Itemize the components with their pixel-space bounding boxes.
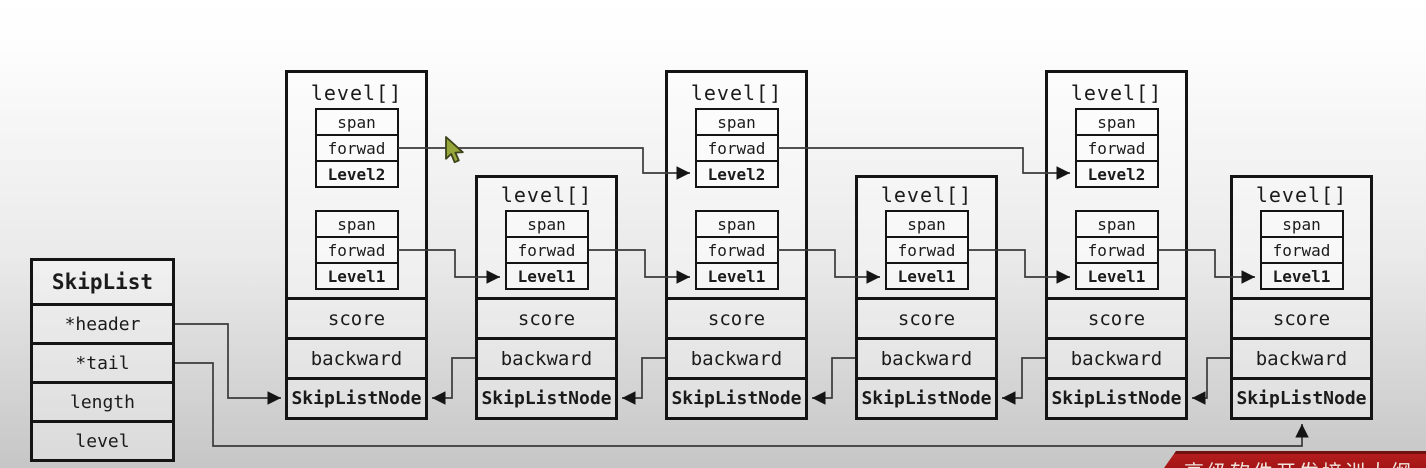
forward-cell: forwad: [316, 134, 397, 160]
node-type-row: SkipListNode: [1048, 377, 1185, 417]
span-cell: span: [1097, 214, 1136, 234]
level-label-cell: Level1: [1261, 262, 1342, 288]
skiplistnode-2-box: level[] span forwad Level1 score backwar…: [475, 175, 618, 420]
level-array-title: level[]: [1255, 183, 1348, 207]
node-type-row: SkipListNode: [288, 377, 425, 417]
span-cell: span: [1097, 112, 1136, 132]
backward-pointer-line: [812, 357, 855, 405]
forward-cell: forwad: [1076, 236, 1157, 262]
level2-forward-line: [778, 147, 1070, 180]
span-cell: span: [717, 214, 756, 234]
level-array-section: level[] span forwad Level1: [478, 178, 615, 297]
level2-entry-box: span forwad Level2: [314, 108, 399, 188]
level-array-title: level[]: [880, 183, 973, 207]
level2-entry-box: span forwad Level2: [694, 108, 779, 188]
skiplistnode-5-box: level[] span forwad Level2 span forwad L…: [1045, 70, 1188, 420]
skiplistnode-4-box: level[] span forwad Level1 score backwar…: [855, 175, 998, 420]
skiplistnode-1-box: level[] span forwad Level2 span forwad L…: [285, 70, 428, 420]
span-cell: span: [337, 214, 376, 234]
level-label-cell: Level1: [316, 262, 397, 288]
level-label-cell: Level1: [696, 262, 777, 288]
span-cell: span: [1282, 214, 1321, 234]
backward-pointer-line: [1002, 357, 1045, 405]
level2-entry-box: span forwad Level2: [1074, 108, 1159, 188]
score-row: score: [288, 297, 425, 337]
backward-row: backward: [668, 337, 805, 377]
node-type-row: SkipListNode: [1233, 377, 1370, 417]
skiplist-field-header: *header: [33, 303, 172, 342]
forward-cell: forwad: [886, 236, 967, 262]
level-label-cell: Level1: [506, 262, 587, 288]
backward-pointer-line: [1192, 357, 1230, 405]
watermark-banner: 高级软件开发培训大纲: [1152, 451, 1426, 468]
score-row: score: [668, 297, 805, 337]
level-label-cell: Level2: [696, 160, 777, 186]
mouse-cursor-icon: [445, 136, 464, 164]
level-array-section: level[] span forwad Level1: [1233, 178, 1370, 297]
level1-entry-box: span forwad Level1: [314, 210, 399, 290]
level-label-cell: Level1: [886, 262, 967, 288]
backward-pointer-line: [432, 357, 475, 405]
forward-cell: forwad: [1261, 236, 1342, 262]
level-array-title: level[]: [310, 81, 403, 105]
skiplist-struct-box: SkipList *header *tail length level: [30, 258, 175, 462]
node-type-row: SkipListNode: [668, 377, 805, 417]
skiplist-field-tail: *tail: [33, 342, 172, 381]
level1-entry-box: span forwad Level1: [1259, 210, 1344, 290]
backward-row: backward: [1048, 337, 1185, 377]
watermark-text: 高级软件开发培训大纲: [1184, 456, 1426, 468]
forward-cell: forwad: [696, 134, 777, 160]
level-label-cell: Level2: [1076, 160, 1157, 186]
backward-row: backward: [858, 337, 995, 377]
forward-cell: forwad: [696, 236, 777, 262]
header-pointer-line: [175, 323, 281, 405]
level-array-section: level[] span forwad Level1: [858, 178, 995, 297]
backward-row: backward: [478, 337, 615, 377]
level-array-section: level[] span forwad Level2 span forwad L…: [288, 73, 425, 297]
score-row: score: [1048, 297, 1185, 337]
node-type-row: SkipListNode: [478, 377, 615, 417]
score-row: score: [858, 297, 995, 337]
backward-row: backward: [288, 337, 425, 377]
level1-entry-box: span forwad Level1: [884, 210, 969, 290]
skiplist-struct-title: SkipList: [51, 270, 154, 294]
span-cell: span: [907, 214, 946, 234]
level-array-title: level[]: [500, 183, 593, 207]
level1-entry-box: span forwad Level1: [694, 210, 779, 290]
forward-cell: forwad: [316, 236, 397, 262]
level1-entry-box: span forwad Level1: [504, 210, 589, 290]
skiplist-field-length: length: [33, 381, 172, 420]
level-array-title: level[]: [690, 81, 783, 105]
level1-entry-box: span forwad Level1: [1074, 210, 1159, 290]
forward-cell: forwad: [1076, 134, 1157, 160]
skiplistnode-6-box: level[] span forwad Level1 score backwar…: [1230, 175, 1373, 420]
skiplistnode-3-box: level[] span forwad Level2 span forwad L…: [665, 70, 808, 420]
level-array-title: level[]: [1070, 81, 1163, 105]
skiplist-field-level: level: [33, 420, 172, 459]
score-row: score: [478, 297, 615, 337]
backward-pointer-line: [622, 357, 665, 405]
level-label-cell: Level1: [1076, 262, 1157, 288]
score-row: score: [1233, 297, 1370, 337]
forward-cell: forwad: [506, 236, 587, 262]
level2-forward-line: [398, 147, 690, 180]
level-array-section: level[] span forwad Level2 span forwad L…: [1048, 73, 1185, 297]
backward-row: backward: [1233, 337, 1370, 377]
node-type-row: SkipListNode: [858, 377, 995, 417]
span-cell: span: [337, 112, 376, 132]
span-cell: span: [527, 214, 566, 234]
level-label-cell: Level2: [316, 160, 397, 186]
level-array-section: level[] span forwad Level2 span forwad L…: [668, 73, 805, 297]
span-cell: span: [717, 112, 756, 132]
